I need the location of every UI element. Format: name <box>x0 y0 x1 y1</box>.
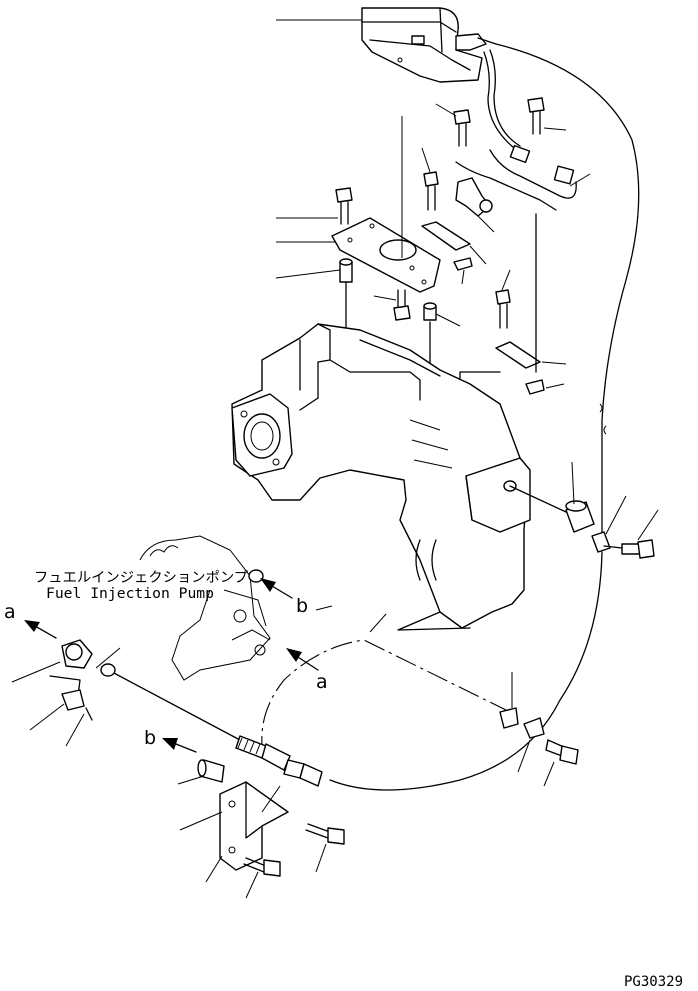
drawing-number: PG30329 <box>624 974 683 990</box>
ref-b-mid: b <box>296 595 308 617</box>
routing-line <box>261 639 511 745</box>
spacer-collar <box>509 485 655 559</box>
controller-housing <box>361 7 497 83</box>
pump-label-en: Fuel Injection Pump <box>46 586 214 602</box>
ref-a-mid: a <box>316 671 328 693</box>
pump-washer <box>248 569 264 583</box>
reference-arrows <box>24 578 319 753</box>
control-cable-lower <box>111 551 603 791</box>
leader-lines <box>11 19 659 899</box>
control-cable-upper <box>495 43 640 541</box>
mounting-plate <box>331 217 441 293</box>
pump-label-jp: フュエルインジェクションポンプ <box>34 570 248 586</box>
wire-harness <box>455 49 577 217</box>
fuel-injection-pump <box>139 535 271 681</box>
bolt-set <box>335 97 545 395</box>
cable-bracket <box>219 781 345 877</box>
engine-housing <box>231 323 531 631</box>
ref-b-left: b <box>144 727 156 749</box>
ref-a-left: a <box>4 601 16 623</box>
ball-joint-parts <box>49 639 225 783</box>
